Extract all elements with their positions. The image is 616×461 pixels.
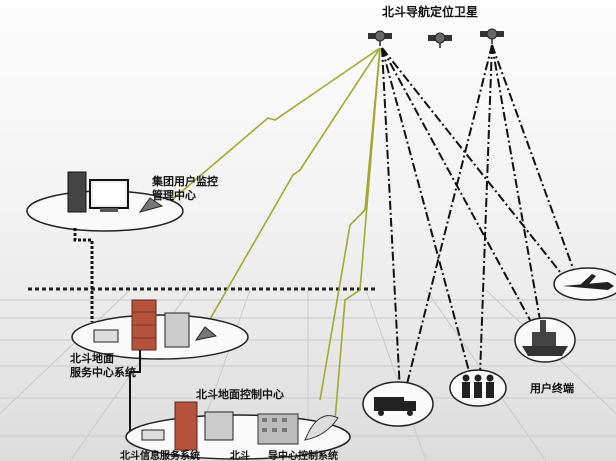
satellite-icon (368, 30, 392, 46)
dish-antenna-icon (194, 326, 218, 341)
user-terminal-truck (362, 381, 434, 427)
gsc-line: 服务中心系统 (70, 365, 136, 379)
data-link (73, 228, 94, 322)
people-icon (462, 374, 494, 398)
group-monitor-center-text: 集团用户监控管理中心 (151, 174, 218, 202)
server-icon (204, 411, 234, 441)
ground-service-center (71, 299, 249, 360)
bottom-left-label: 北斗信息服务系统 (120, 449, 200, 461)
satellite-system-label: 北斗导航定位卫星 (382, 4, 478, 19)
ship-icon (522, 346, 568, 356)
user-terminal-ship (514, 317, 576, 363)
ground-service-center-label: 北斗地面服务中心系统 (70, 351, 136, 379)
bottom-mid-label: 北斗 (230, 449, 250, 461)
dish-antenna-icon (138, 197, 164, 213)
firewall-icon (174, 401, 198, 451)
data-link (129, 350, 141, 432)
satellite-icon (428, 32, 452, 48)
airplane-icon (562, 274, 614, 290)
ground-control-center-label: 北斗地面控制中心 (196, 387, 284, 401)
group-monitor-center (26, 171, 184, 232)
modem-icon (141, 429, 165, 441)
bottom-right-label: 导中心控制系统 (268, 449, 338, 461)
tower-pc-icon (67, 171, 87, 213)
gmc-line: 管理中心 (152, 188, 196, 202)
dish-antenna-icon (304, 415, 339, 441)
modem-icon (93, 329, 119, 343)
server-icon (164, 312, 190, 348)
ground-control-center (125, 401, 351, 460)
satellite-icon (480, 28, 504, 44)
truck-icon (374, 397, 404, 411)
user-terminals-label: 用户终端 (530, 381, 574, 395)
user-terminal-people (449, 369, 507, 407)
satellite-downlinks (381, 44, 579, 393)
gsc-line: 北斗地面 (70, 351, 114, 365)
gmc-line: 集团用户监控 (151, 174, 218, 188)
satellite-uplinks (159, 47, 381, 421)
user-terminal-plane (553, 267, 616, 301)
